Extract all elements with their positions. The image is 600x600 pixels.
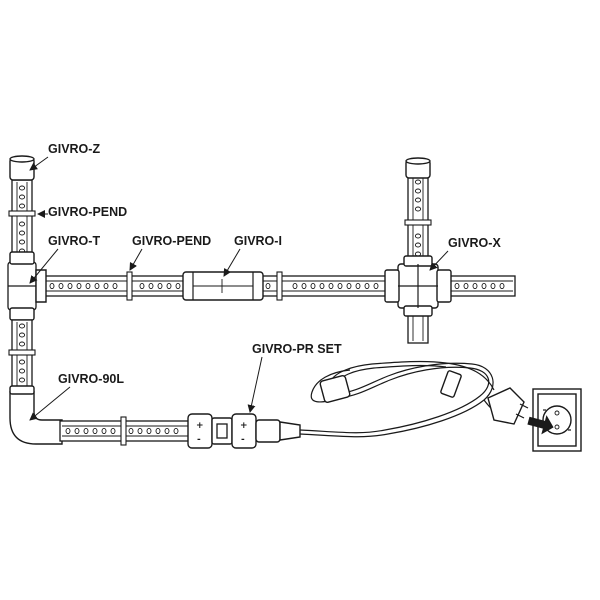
label-givro-x: GIVRO-X: [429, 236, 501, 271]
givro-z-end-cap: [9, 155, 35, 181]
led-dot: [92, 427, 98, 435]
led-dot: [110, 427, 116, 435]
led-dot: [490, 282, 496, 290]
led-dot: [414, 197, 422, 203]
led-dot: [103, 282, 109, 290]
givro-pend-clip-mid: [126, 271, 283, 301]
led-dot: [481, 282, 487, 290]
led-dot: [18, 230, 26, 236]
led-dot: [137, 427, 143, 435]
led-dot: [265, 282, 271, 290]
led-dot: [18, 239, 26, 245]
left-vertical-strip-upper: [11, 179, 33, 269]
led-dot: [18, 341, 26, 347]
led-dot: [355, 282, 361, 290]
led-dot: [18, 194, 26, 200]
led-dot: [472, 282, 478, 290]
label-givro-i: GIVRO-I: [223, 234, 282, 277]
givro-pr-set-connector: + - + -: [187, 413, 301, 449]
label-givro-pend-top: GIVRO-PEND: [37, 205, 127, 219]
led-dot: [414, 242, 422, 248]
led-dot: [18, 377, 26, 383]
label-givro-pend-mid: GIVRO-PEND: [129, 234, 211, 271]
led-dot: [414, 233, 422, 239]
led-dot: [49, 282, 55, 290]
led-dot: [128, 427, 134, 435]
led-dot: [175, 282, 181, 290]
led-dot: [146, 427, 152, 435]
led-dot: [67, 282, 73, 290]
led-dot: [292, 282, 298, 290]
led-dot: [18, 185, 26, 191]
led-dot: [364, 282, 370, 290]
led-dot: [155, 427, 161, 435]
givro-i-joiner: [182, 271, 264, 301]
led-dot: [65, 427, 71, 435]
led-dot: [157, 282, 163, 290]
led-dot: [310, 282, 316, 290]
led-dot: [112, 282, 118, 290]
led-dot: [319, 282, 325, 290]
givro-pr-set-label: GIVRO-PR SET: [252, 342, 342, 356]
led-dot: [18, 221, 26, 227]
led-dot: [414, 188, 422, 194]
givro-pend-top-label: GIVRO-PEND: [48, 205, 127, 219]
led-dot: [346, 282, 352, 290]
led-dot: [337, 282, 343, 290]
label-givro-z: GIVRO-Z: [29, 142, 100, 171]
power-cable: [299, 360, 505, 438]
led-dot: [414, 179, 422, 185]
led-dot: [139, 282, 145, 290]
led-dot: [18, 332, 26, 338]
led-dot: [85, 282, 91, 290]
led-dot: [18, 323, 26, 329]
led-dot: [74, 427, 80, 435]
left-plus-sign: +: [196, 421, 204, 431]
led-dot: [148, 282, 154, 290]
left-minus-sign: -: [197, 435, 201, 445]
led-dot: [414, 206, 422, 212]
givro-x-connector: [384, 255, 452, 317]
label-givro-90l: GIVRO-90L: [29, 372, 124, 421]
givro-t-connector: [7, 251, 47, 321]
insert-arrow-icon: [527, 415, 554, 435]
bottom-horizontal-strip: [59, 416, 191, 446]
led-dot: [301, 282, 307, 290]
led-dot: [94, 282, 100, 290]
givro-t-label: GIVRO-T: [48, 234, 100, 248]
led-dot: [164, 427, 170, 435]
led-dot: [328, 282, 334, 290]
led-dot: [101, 427, 107, 435]
right-minus-sign: -: [241, 435, 245, 445]
led-dot: [18, 359, 26, 365]
led-dot: [18, 368, 26, 374]
givro-z-label: GIVRO-Z: [48, 142, 100, 156]
givro-90l-label: GIVRO-90L: [58, 372, 124, 386]
givro-x-label: GIVRO-X: [448, 236, 501, 250]
led-dot: [18, 203, 26, 209]
givro-i-label: GIVRO-I: [234, 234, 282, 248]
givro-pend-mid-label: GIVRO-PEND: [132, 234, 211, 248]
givro-pend-clip-left: [8, 210, 36, 217]
led-dot: [454, 282, 460, 290]
label-givro-t: GIVRO-T: [29, 234, 100, 284]
led-dot: [499, 282, 505, 290]
led-dot: [373, 282, 379, 290]
led-dot: [463, 282, 469, 290]
led-dot: [83, 427, 89, 435]
led-dot: [76, 282, 82, 290]
power-plug: [487, 387, 529, 425]
led-dot: [166, 282, 172, 290]
right-plus-sign: +: [240, 421, 248, 431]
led-dot: [58, 282, 64, 290]
label-givro-pr-set: GIVRO-PR SET: [247, 342, 342, 413]
led-dot: [173, 427, 179, 435]
